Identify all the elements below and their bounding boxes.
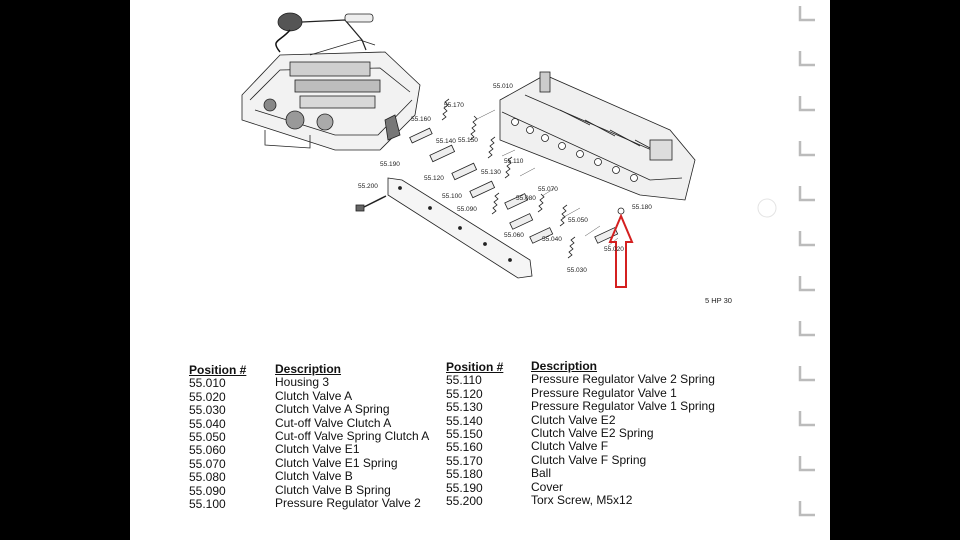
part-description: Clutch Valve F <box>531 439 609 454</box>
part-label-55-010: 55.010 <box>493 83 513 90</box>
position-number: 55.020 <box>189 389 226 404</box>
position-number: 55.160 <box>446 440 483 455</box>
part-label-55-080: 55.080 <box>516 195 536 202</box>
part-label-55-050: 55.050 <box>568 217 588 224</box>
part-label-55-100: 55.100 <box>442 193 462 200</box>
position-number: 55.150 <box>446 427 483 442</box>
part-label-55-060: 55.060 <box>504 232 524 239</box>
part-description: Cover <box>531 479 564 494</box>
position-number: 55.180 <box>446 467 483 482</box>
position-number: 55.060 <box>189 443 226 458</box>
position-number: 55.070 <box>189 456 226 471</box>
torx-screw-illustration <box>355 195 387 212</box>
part-label-55-120: 55.120 <box>424 175 444 182</box>
position-number: 55.050 <box>189 430 226 445</box>
parts-table-right-descriptions: Description Pressure Regulator Valve 2 S… <box>531 359 715 508</box>
part-description: Clutch Valve A Spring <box>275 402 390 417</box>
part-description: Pressure Regulator Valve 1 Spring <box>531 399 715 414</box>
position-number: 55.090 <box>189 483 226 498</box>
part-label-55-130: 55.130 <box>481 169 501 176</box>
highlight-arrow <box>608 213 634 288</box>
part-description: Clutch Valve B Spring <box>275 482 391 497</box>
part-description: Clutch Valve F Spring <box>531 452 647 467</box>
part-description: Housing 3 <box>275 375 330 390</box>
part-description: Cut-off Valve Spring Clutch A <box>275 429 430 444</box>
position-number: 55.140 <box>446 413 483 428</box>
valve-body-exploded-diagram: 55.01055.17055.16055.15055.14055.11055.1… <box>241 12 696 288</box>
part-description: Ball <box>531 466 552 481</box>
model-label: 5 HP 30 <box>705 296 732 305</box>
part-label-55-110: 55.110 <box>504 158 524 165</box>
valves-and-springs <box>409 98 625 259</box>
position-number: 55.040 <box>189 416 226 431</box>
part-description: Torx Screw, M5x12 <box>531 493 633 508</box>
part-description: Clutch Valve E1 <box>275 442 360 457</box>
part-label-55-030: 55.030 <box>567 267 587 274</box>
part-label-55-150: 55.150 <box>458 137 478 144</box>
part-label-55-200: 55.200 <box>358 183 378 190</box>
position-column-header: Position # <box>189 363 247 377</box>
position-number: 55.080 <box>189 470 226 485</box>
part-label-55-140: 55.140 <box>436 138 456 145</box>
cover-plate-illustration <box>387 177 533 279</box>
part-number-labels: 55.01055.17055.16055.15055.14055.11055.1… <box>358 83 652 274</box>
position-number: 55.030 <box>189 403 226 418</box>
part-description: Pressure Regulator Valve 2 <box>275 496 421 511</box>
position-number: 55.130 <box>446 400 483 415</box>
part-description: Pressure Regulator Valve 2 Spring <box>531 372 715 387</box>
part-label-55-160a: 55.160 <box>411 116 431 123</box>
position-number: 55.190 <box>446 480 483 495</box>
part-label-55-040: 55.040 <box>542 236 562 243</box>
description-column-header: Description <box>531 359 598 373</box>
position-number: 55.120 <box>446 386 483 401</box>
part-label-55-020: 55.020 <box>604 246 624 253</box>
part-label-55-090: 55.090 <box>457 206 477 213</box>
part-description: Clutch Valve E2 <box>531 412 616 427</box>
part-description: Clutch Valve E1 Spring <box>275 455 398 470</box>
part-description: Clutch Valve A <box>275 388 353 403</box>
position-number: 55.170 <box>446 453 483 468</box>
position-number: 55.110 <box>446 373 482 388</box>
position-number: 55.200 <box>446 494 483 509</box>
housing-illustration <box>499 71 696 201</box>
description-column-header: Description <box>275 362 342 376</box>
part-description: Clutch Valve E2 Spring <box>531 426 654 441</box>
part-label-55-170: 55.170 <box>444 102 464 109</box>
position-column-header: Position # <box>446 360 504 374</box>
part-label-55-190: 55.190 <box>380 161 400 168</box>
part-description: Clutch Valve B <box>275 469 353 484</box>
position-number: 55.010 <box>189 376 226 391</box>
part-label-55-070: 55.070 <box>538 186 558 193</box>
part-label-55-180: 55.180 <box>632 204 652 211</box>
part-description: Cut-off Valve Clutch A <box>275 415 392 430</box>
valve-body-assembly-illustration <box>241 12 421 151</box>
position-number: 55.100 <box>189 497 226 512</box>
part-description: Pressure Regulator Valve 1 <box>531 385 677 400</box>
